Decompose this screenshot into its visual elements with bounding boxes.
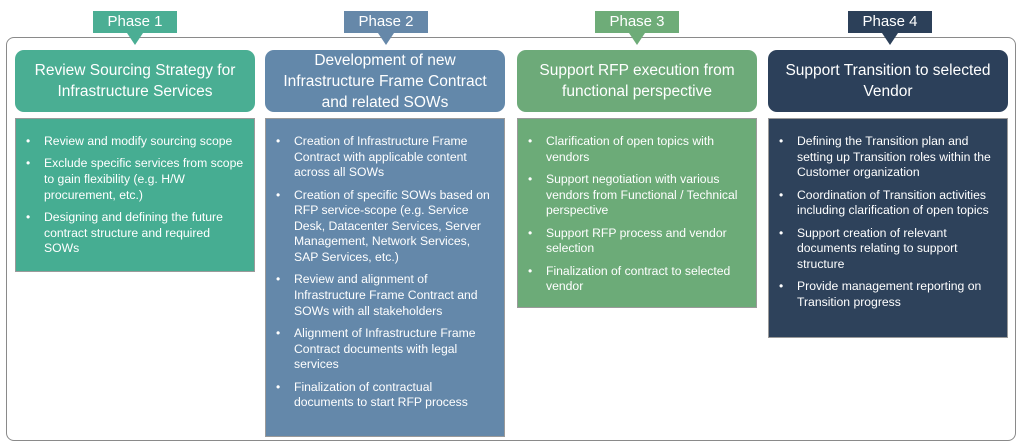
bullet-icon: • [528, 134, 533, 148]
bullet-icon: • [528, 263, 533, 278]
phase-2-tab-arrow [344, 11, 428, 45]
bullet-icon: • [528, 171, 533, 186]
bullet-icon: • [276, 325, 281, 340]
phase-2-list: •Creation of Infrastructure Frame Contra… [274, 134, 494, 411]
bullet-icon: • [26, 156, 31, 171]
bullet-icon: • [276, 187, 281, 202]
bullet-icon: • [276, 272, 281, 287]
list-item: •Review and modify sourcing scope [26, 134, 233, 148]
bullet-icon: • [528, 225, 533, 240]
bullet-icon: • [779, 279, 784, 294]
phase-2-tab: Phase 2 [344, 11, 428, 45]
list-item: •Designing and defining the future contr… [26, 209, 223, 256]
phase-1-list: •Review and modify sourcing scope •Exclu… [24, 134, 244, 257]
phase-3-tab-arrow [595, 11, 679, 45]
phase-4-body: •Defining the Transition plan and settin… [768, 118, 1008, 338]
bullet-icon: • [779, 225, 784, 240]
phase-1-tab: Phase 1 [93, 11, 177, 45]
phase-1-body: •Review and modify sourcing scope •Exclu… [15, 118, 255, 272]
list-item: •Creation of specific SOWs based on RFP … [276, 187, 490, 264]
phase-3-tab: Phase 3 [595, 11, 679, 45]
phase-4-tab: Phase 4 [848, 11, 932, 45]
list-item: •Finalization of contractual documents t… [276, 379, 468, 410]
phase-4-label: Phase 4 [862, 13, 918, 30]
list-item: •Exclude specific services from scope to… [26, 156, 244, 202]
bullet-icon: • [26, 209, 31, 224]
bullet-icon: • [26, 134, 31, 148]
phase-1-title: Review Sourcing Strategy for Infrastruct… [15, 50, 255, 112]
phase-3-label: Phase 3 [609, 13, 665, 30]
phase-3-list: •Clarification of open topics with vendo… [526, 134, 746, 295]
list-item: •Coordination of Transition activities i… [779, 187, 989, 218]
bullet-icon: • [276, 379, 281, 394]
list-item: •Clarification of open topics with vendo… [528, 134, 715, 164]
list-item: •Support creation of relevant documents … [779, 225, 958, 271]
phase-3-body: •Clarification of open topics with vendo… [517, 118, 757, 308]
bullet-icon: • [276, 134, 281, 148]
list-item: •Creation of Infrastructure Frame Contra… [276, 134, 468, 180]
list-item: •Defining the Transition plan and settin… [779, 134, 991, 180]
list-item: •Finalization of contract to selected ve… [528, 263, 731, 294]
diagram-frame [6, 37, 1016, 441]
list-item: •Review and alignment of Infrastructure … [276, 272, 478, 318]
phase-4-list: •Defining the Transition plan and settin… [777, 134, 997, 310]
phase-2-title: Development of new Infrastructure Frame … [265, 50, 505, 112]
phase-2-body: •Creation of Infrastructure Frame Contra… [265, 118, 505, 437]
list-item: •Support RFP process and vendor selectio… [528, 225, 727, 256]
phase-4-tab-arrow [848, 11, 932, 45]
list-item: •Support negotiation with various vendor… [528, 171, 738, 218]
phase-2-label: Phase 2 [358, 13, 414, 30]
phase-1-tab-arrow [93, 11, 177, 45]
list-item: •Provide management reporting on Transit… [779, 279, 982, 309]
bullet-icon: • [779, 134, 784, 148]
bullet-icon: • [779, 187, 784, 202]
list-item: •Alignment of Infrastructure Frame Contr… [276, 325, 476, 372]
phase-1-label: Phase 1 [107, 13, 163, 30]
phase-3-title: Support RFP execution from functional pe… [517, 50, 757, 112]
phase-4-title: Support Transition to selected Vendor [768, 50, 1008, 112]
